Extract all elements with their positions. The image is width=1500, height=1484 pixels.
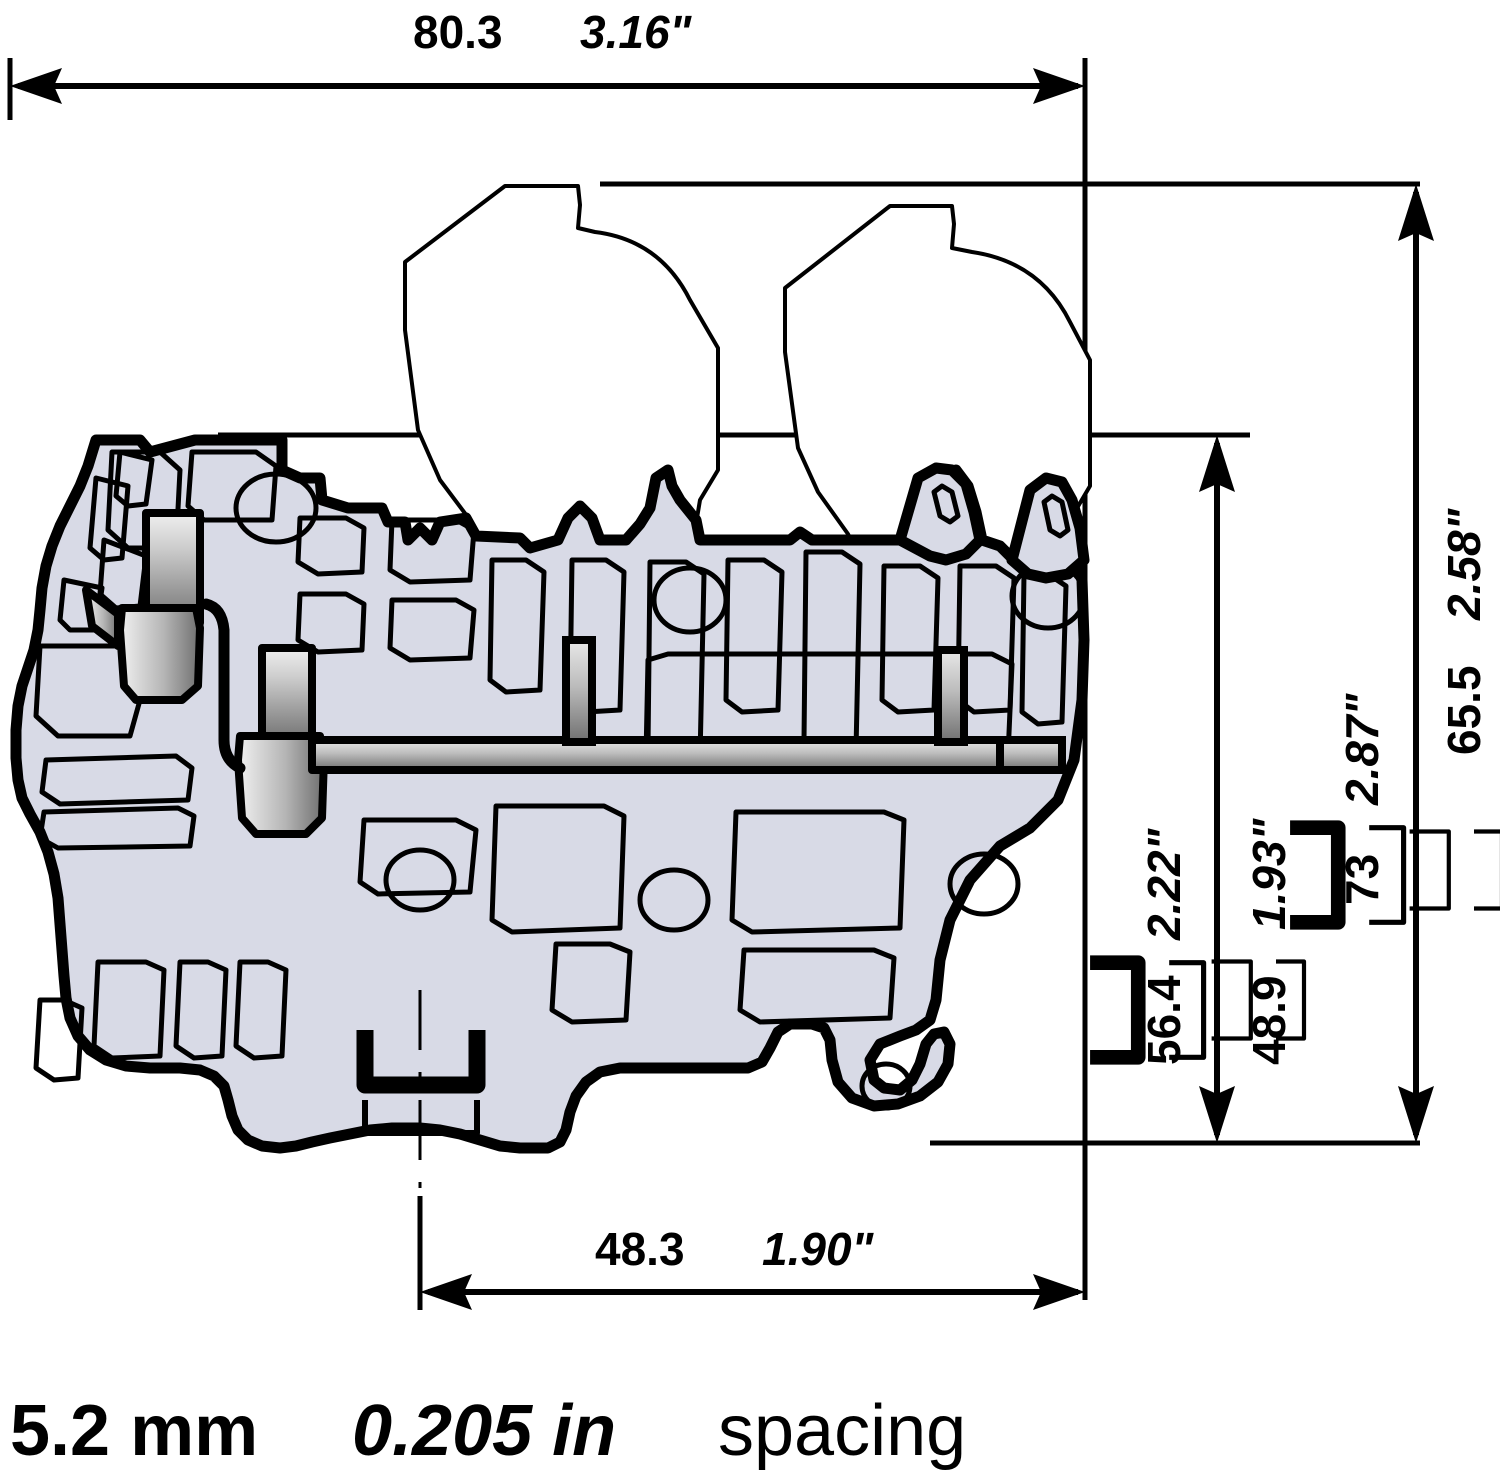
dim-65-5-in-label: 2.58" xyxy=(1438,507,1490,621)
bottom-dim-in-label: 1.90" xyxy=(762,1223,875,1275)
bottom-arrow-right xyxy=(1033,1274,1085,1310)
busbar-riser-left xyxy=(562,636,596,746)
dim-48-9-in-label: 1.93" xyxy=(1243,817,1295,930)
dimension-48-9: 48.9 1.93" xyxy=(1211,817,1307,1065)
terminal-body-inner-detail-lower xyxy=(33,803,1021,1111)
terminal-left-tab xyxy=(87,449,155,563)
top-dim-in-label: 3.16" xyxy=(580,6,693,58)
dim-65-5-mm-label: 65.5 xyxy=(1438,665,1490,755)
busbar-riser-right xyxy=(934,646,968,746)
caption-word-label: spacing xyxy=(718,1391,966,1471)
busbar-end-right xyxy=(996,736,1066,774)
din-rail-symbol-thick xyxy=(356,1030,486,1094)
busbar xyxy=(308,736,1016,774)
top-dim-mm-label: 80.3 xyxy=(413,6,503,58)
test-plug-outlines xyxy=(403,184,1092,580)
din-rail-symbol-rotated-3 xyxy=(1290,820,1407,930)
dim-65-5-arrow-top xyxy=(1398,184,1434,241)
dimension-right-group: 56.4 2.22" 48.9 1.93" 73 2.87" xyxy=(218,181,1500,1146)
din-rail-symbol-thin xyxy=(362,1100,480,1136)
dim-73-in-label: 2.87" xyxy=(1336,692,1388,806)
dim-65-5-arrow-bottom xyxy=(1398,1086,1434,1143)
lower-screw-shaft xyxy=(258,644,316,744)
dim-56-4-arrow-top xyxy=(1199,435,1235,492)
caption-group: 5.2 mm 0.205 in spacing xyxy=(10,1391,966,1471)
din-rail-symbol-rotated-4 xyxy=(1409,829,1500,911)
dim-56-4-mm-label: 56.4 xyxy=(1138,975,1190,1065)
din-rail-symbol-rotated-2 xyxy=(1211,959,1307,1041)
dimension-56-4: 56.4 2.22" xyxy=(1090,435,1235,1143)
din-rail-symbol-rotated-1 xyxy=(1090,955,1207,1065)
upper-screw-head xyxy=(116,604,204,704)
upper-clamp-lever xyxy=(82,586,122,650)
dimension-65-5: 65.5 2.58" xyxy=(1398,184,1500,1143)
caption-in-label: 0.205 in xyxy=(352,1391,616,1471)
internal-conductor-left xyxy=(200,598,246,774)
bottom-dim-mm-label: 48.3 xyxy=(595,1223,685,1275)
top-arrow-left xyxy=(10,68,62,104)
dimension-73: 73 2.87" xyxy=(1290,692,1407,930)
terminal-contact-claws xyxy=(894,462,1090,584)
dimension-top-overall: 80.3 3.16" xyxy=(7,6,1088,1300)
bottom-arrow-left xyxy=(420,1274,472,1310)
terminal-block-cross-section xyxy=(10,434,1090,1154)
dim-56-4-arrow-bottom xyxy=(1199,1086,1235,1143)
metal-parts-group xyxy=(82,509,1066,838)
caption-mm-label: 5.2 mm xyxy=(10,1391,258,1471)
dimension-bottom-inner: 48.3 1.90" xyxy=(417,1196,1085,1310)
top-arrow-right xyxy=(1033,68,1085,104)
dim-56-4-in-label: 2.22" xyxy=(1138,827,1190,941)
